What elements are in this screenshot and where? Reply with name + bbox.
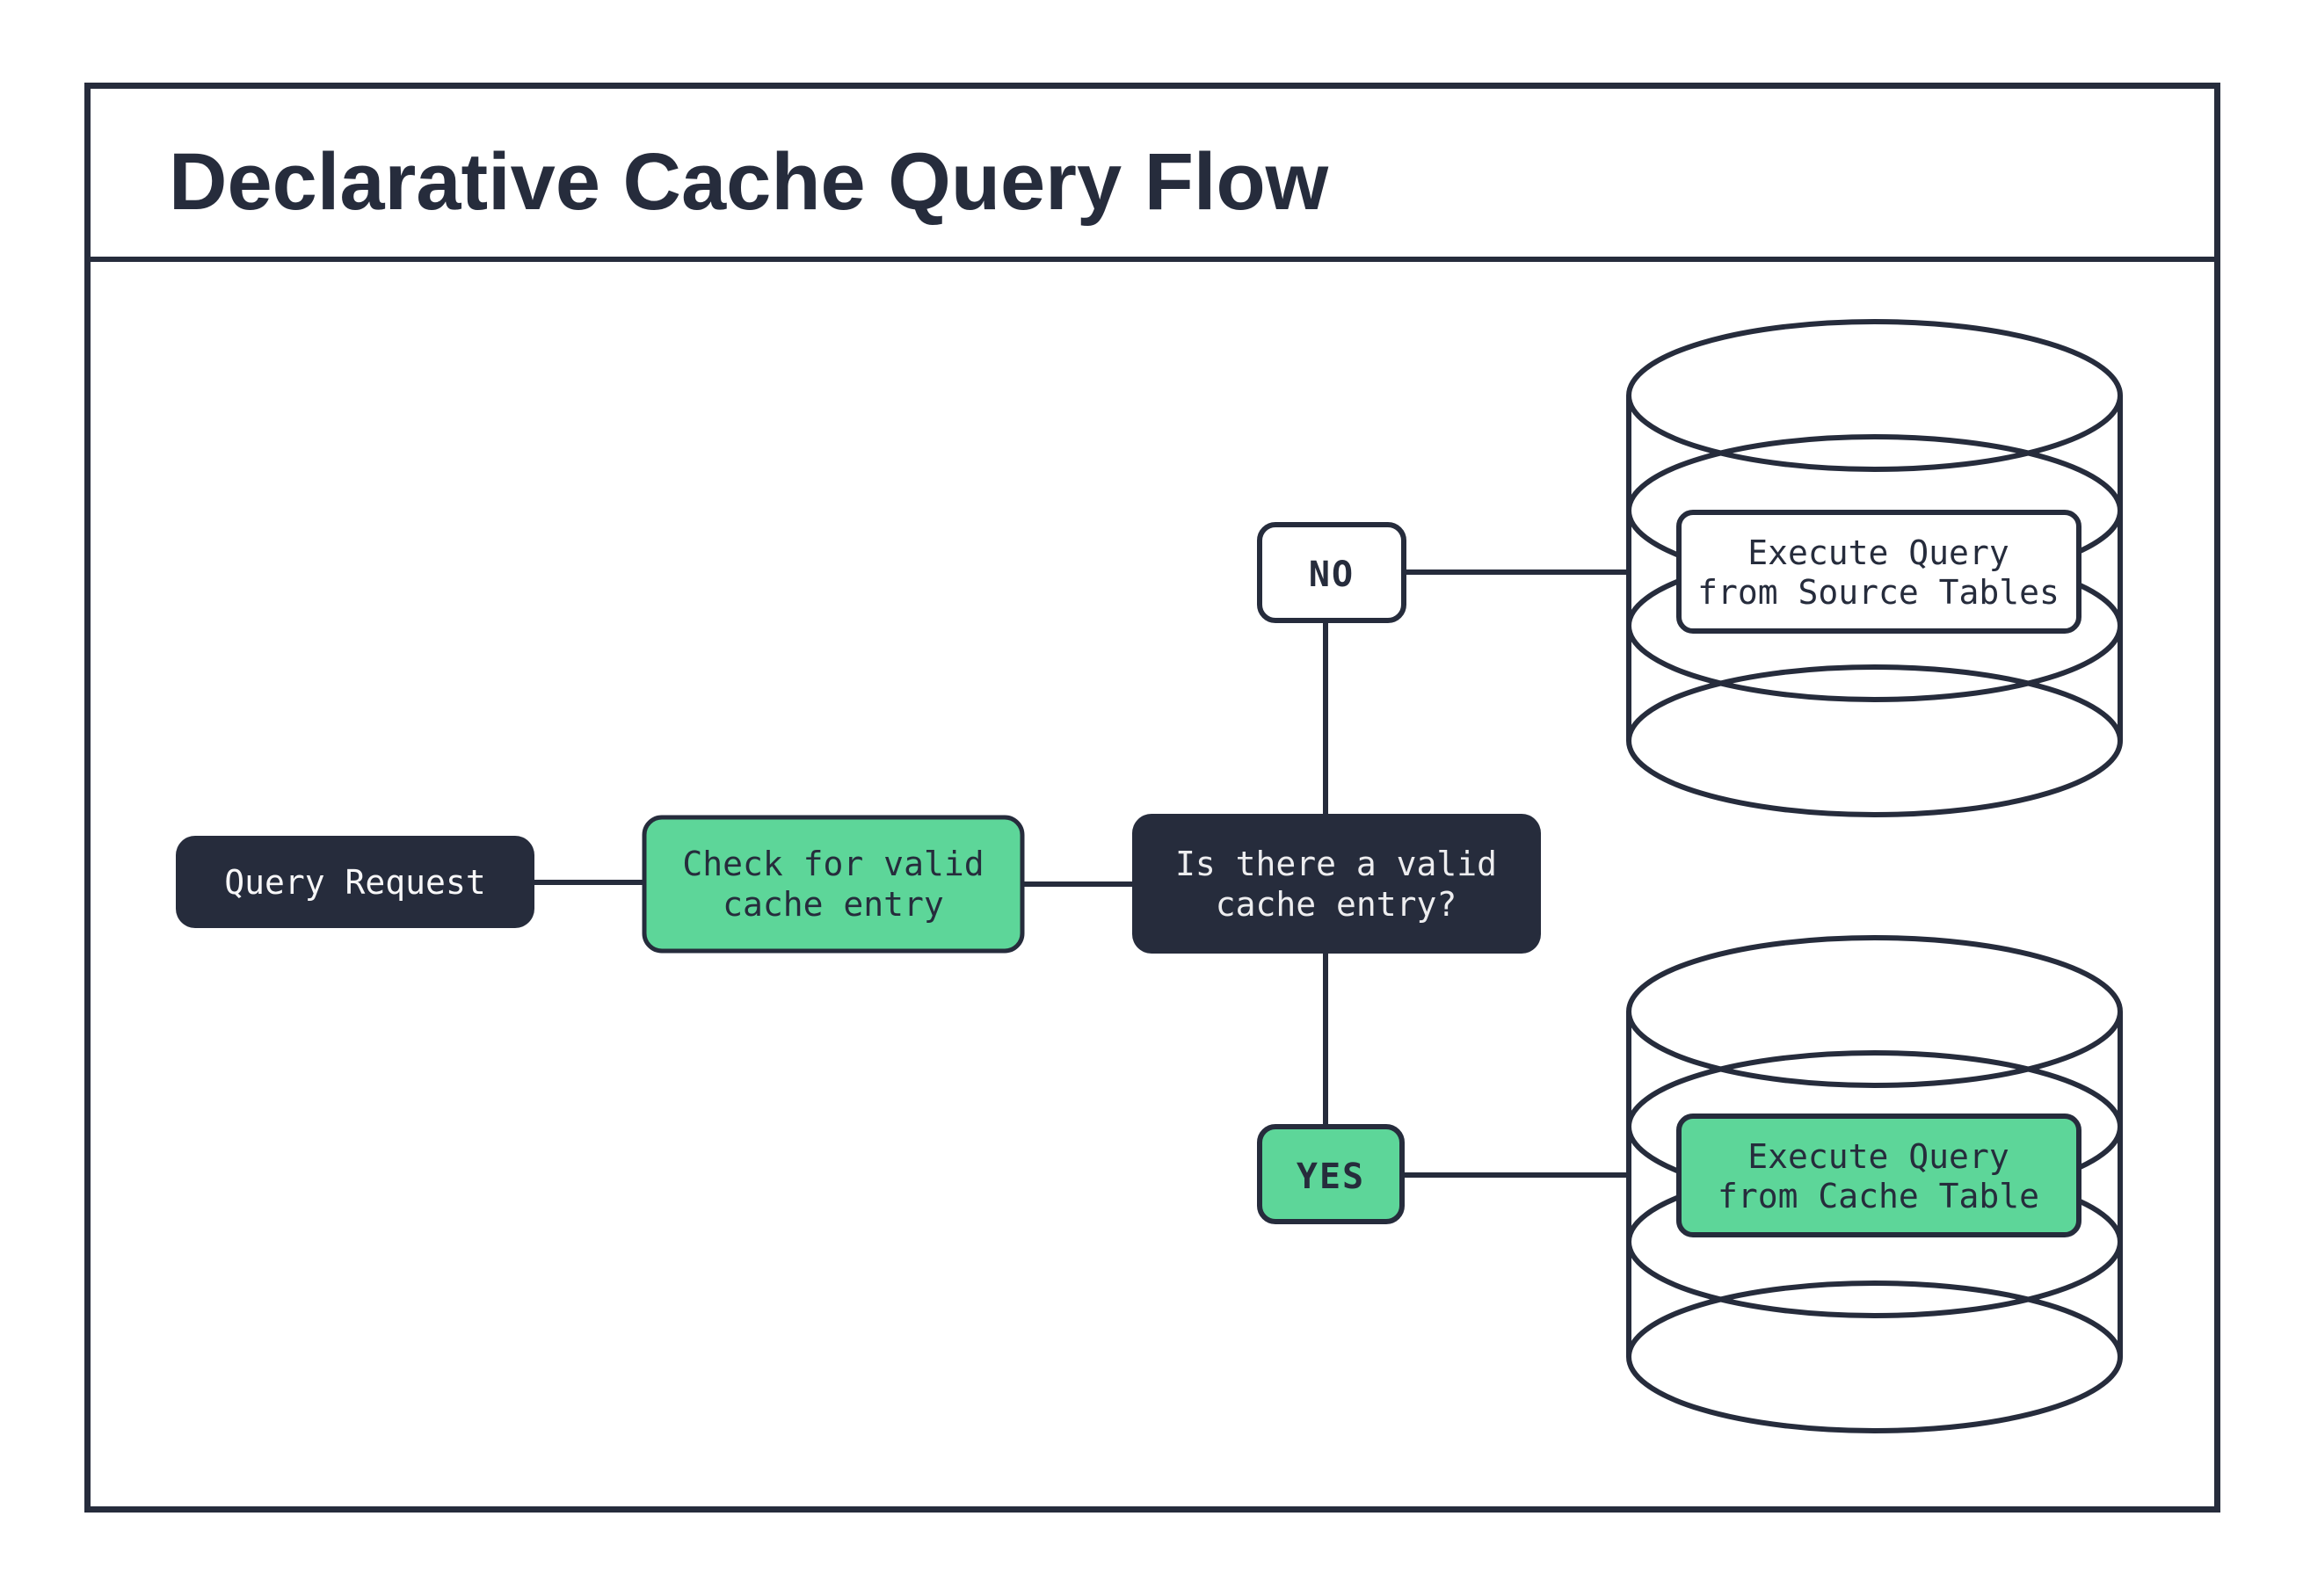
node-branch-no: NO (1257, 522, 1406, 623)
no-box (1257, 522, 1406, 623)
query-request-label: Query Request (224, 863, 485, 902)
no-label: NO (1309, 555, 1355, 595)
cylinder-disk (1626, 1280, 2123, 1433)
node-decision: Is there a valid cache entry? (1132, 814, 1541, 954)
check-cache-label-line2: cache entry (723, 885, 944, 924)
source-db-label-line1: Execute Query (1747, 533, 2009, 572)
page-title: Declarative Cache Query Flow (169, 137, 1329, 227)
source-db-box (1676, 510, 2081, 634)
yes-label: YES (1297, 1157, 1365, 1197)
decision-box (1132, 814, 1541, 954)
cache-db-box (1676, 1114, 2081, 1237)
decision-label-line1: Is there a valid (1175, 845, 1497, 883)
node-source-db-action: Execute Query from Source Tables (1676, 510, 2081, 634)
check-cache-label-line1: Check for valid (682, 845, 984, 883)
cache-db-label-line1: Execute Query (1747, 1137, 2009, 1176)
node-check-cache: Check for valid cache entry (642, 815, 1025, 954)
query-request-box (176, 836, 534, 928)
source-db-label-line2: from Source Tables (1697, 573, 2060, 612)
check-cache-box (642, 815, 1025, 954)
node-cache-db-action: Execute Query from Cache Table (1676, 1114, 2081, 1237)
cache-db-label-line2: from Cache Table (1718, 1177, 2039, 1215)
cylinder-disk (1626, 664, 2123, 817)
node-branch-yes: YES (1257, 1124, 1405, 1224)
cylinder-disk (1626, 319, 2123, 472)
diagram-border (84, 83, 2220, 1513)
decision-label-line2: cache entry? (1216, 885, 1457, 924)
yes-box (1257, 1124, 1405, 1224)
node-query-request: Query Request (176, 836, 534, 928)
cylinder-disk (1626, 935, 2123, 1088)
